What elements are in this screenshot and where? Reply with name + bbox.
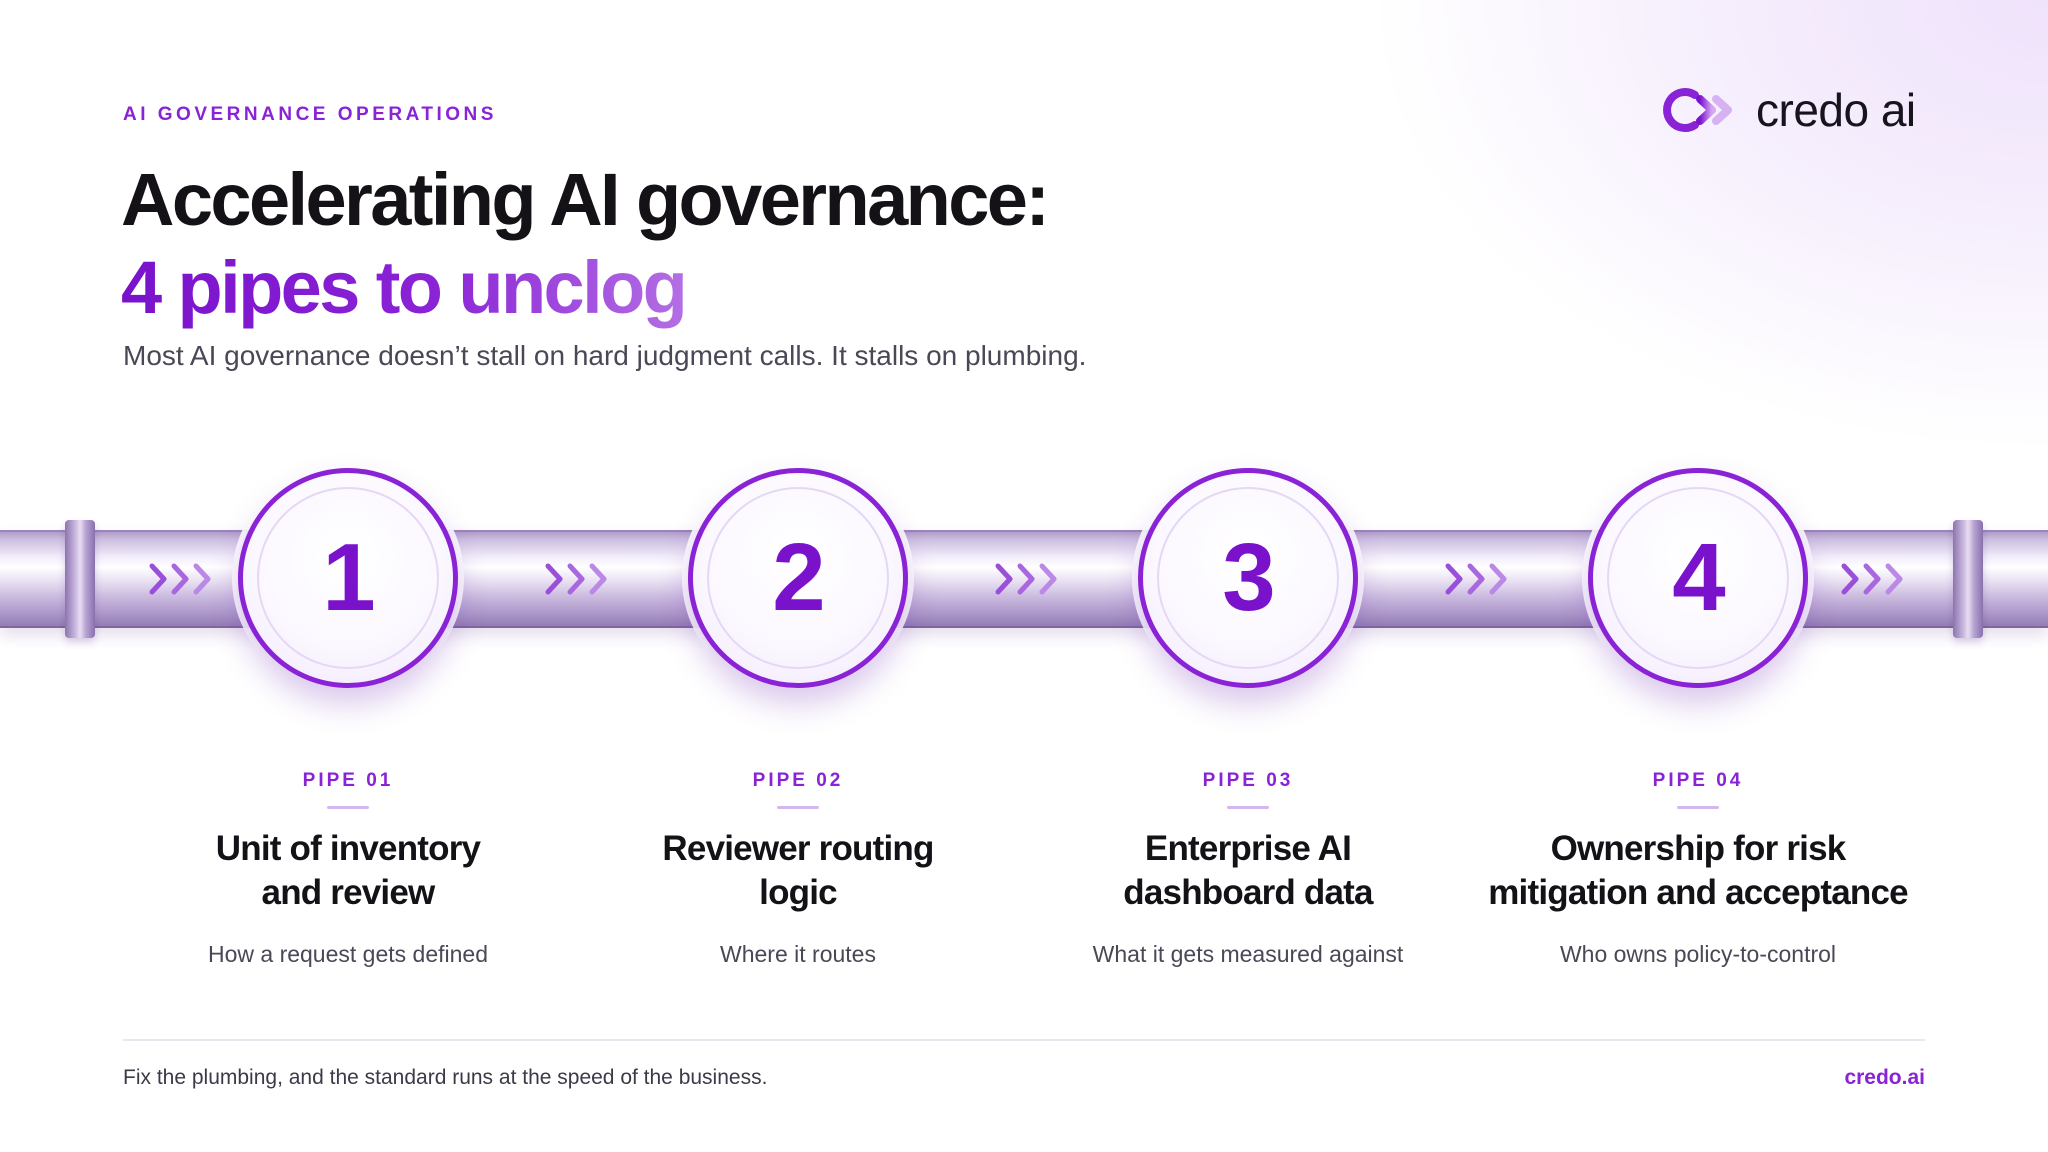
pipe-card-4: PIPE 04 Ownership for risk mitigation an… — [1473, 770, 1923, 968]
step-circle-ring — [1157, 487, 1339, 669]
flow-arrows-icon — [994, 560, 1060, 598]
eyebrow-label: AI GOVERNANCE OPERATIONS — [123, 104, 497, 125]
step-circle-ring — [1607, 487, 1789, 669]
page-title: Accelerating AI governance: — [121, 158, 1050, 241]
flow-arrows-icon — [148, 560, 214, 598]
pipe-title-line: dashboard data — [1123, 873, 1373, 912]
pipe-label: PIPE 02 — [752, 770, 844, 791]
pipe-title-line: and review — [261, 873, 436, 912]
footer-divider — [123, 1039, 1925, 1041]
divider — [1677, 806, 1719, 809]
step-circle-1: 1 — [238, 468, 458, 688]
pipe-title-line: logic — [759, 873, 837, 912]
pipe-title: Unit of inventory and review — [123, 827, 573, 915]
pipe-title-line: mitigation and acceptance — [1488, 873, 1908, 912]
pipe-card-1: PIPE 01 Unit of inventory and review How… — [123, 770, 573, 968]
pipe-description: What it gets measured against — [1092, 941, 1404, 967]
divider — [777, 806, 819, 809]
pipe-description: Who owns policy-to-control — [1559, 941, 1837, 967]
pipe-title-line: Unit of inventory — [215, 829, 481, 868]
pipe-card-2: PIPE 02 Reviewer routing logic Where it … — [573, 770, 1023, 968]
flow-arrows-icon — [1840, 560, 1906, 598]
footer-tagline: Fix the plumbing, and the standard runs … — [123, 1066, 768, 1089]
step-number: 4 — [1672, 524, 1725, 631]
brand-logo[interactable]: credo ai — [1662, 84, 1916, 136]
footer-link[interactable]: credo.ai — [1844, 1066, 1925, 1089]
pipe-description: How a request gets defined — [207, 941, 488, 967]
pipe-label: PIPE 01 — [302, 770, 394, 791]
pipe-card-3: PIPE 03 Enterprise AI dashboard data Wha… — [1023, 770, 1473, 968]
pipe-title: Enterprise AI dashboard data — [1023, 827, 1473, 915]
step-circle-4: 4 — [1588, 468, 1808, 688]
credo-ai-logo-icon — [1663, 88, 1732, 132]
pipe-title-line: Ownership for risk — [1550, 829, 1847, 868]
pipe-label: PIPE 04 — [1652, 770, 1744, 791]
step-number: 3 — [1222, 524, 1275, 631]
step-circle-3: 3 — [1138, 468, 1358, 688]
pipe-title: Reviewer routing logic — [573, 827, 1023, 915]
pipe-description: Where it routes — [720, 941, 876, 967]
step-circle-2: 2 — [688, 468, 908, 688]
pipe-flange-right — [1953, 520, 1983, 638]
page-title-highlight: 4 pipes to unclog — [121, 244, 688, 332]
pipe-title-line: Enterprise AI — [1144, 829, 1352, 868]
step-number: 1 — [322, 524, 375, 631]
pipe-flange-left — [65, 520, 95, 638]
flow-arrows-icon — [1444, 560, 1510, 598]
divider — [327, 806, 369, 809]
logo-wordmark: credo ai — [1756, 84, 1916, 136]
step-circle-ring — [707, 487, 889, 669]
pipe-title-line: Reviewer routing — [662, 829, 934, 868]
step-number: 2 — [772, 524, 825, 631]
divider — [1227, 806, 1269, 809]
flow-arrows-icon — [544, 560, 610, 598]
page-subtitle: Most AI governance doesn’t stall on hard… — [123, 340, 1087, 371]
pipe-label: PIPE 03 — [1202, 770, 1294, 791]
pipe-title: Ownership for risk mitigation and accept… — [1473, 827, 1923, 915]
step-circle-ring — [257, 487, 439, 669]
